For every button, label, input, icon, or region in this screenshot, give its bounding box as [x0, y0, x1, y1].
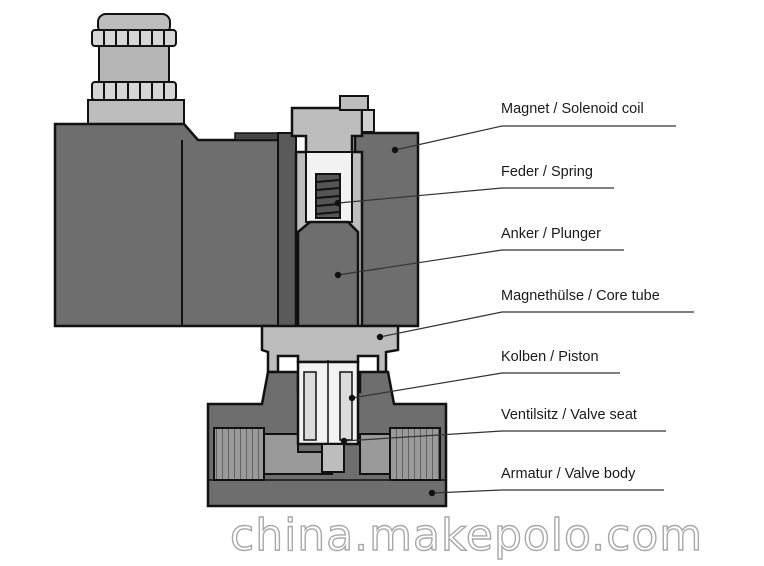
leader-lines — [337, 125, 694, 494]
piston — [296, 360, 360, 446]
leader-dots — [334, 146, 436, 497]
spring — [315, 173, 341, 219]
watermark: china.makepolo.com — [229, 510, 704, 561]
label-spring: Feder / Spring — [501, 164, 593, 180]
valve-seat — [321, 443, 345, 473]
label-piston: Kolben / Piston — [501, 349, 599, 365]
connector-housing — [53, 122, 292, 328]
label-valve-body: Armatur / Valve body — [501, 466, 636, 482]
label-solenoid-coil: Magnet / Solenoid coil — [501, 101, 644, 117]
cable-gland — [87, 13, 185, 125]
label-valve-seat: Ventilsitz / Valve seat — [501, 407, 637, 423]
label-core-tube: Magnethülse / Core tube — [501, 288, 660, 304]
label-plunger: Anker / Plunger — [501, 226, 601, 242]
